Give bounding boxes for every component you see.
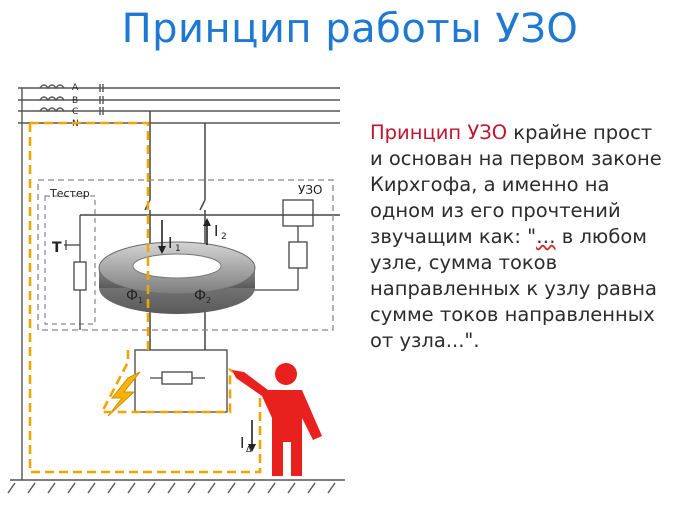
desc-line-9: от узла...". <box>370 329 480 352</box>
desc-line-2: и основан на первом законе <box>370 147 662 170</box>
desc-line-5-post: в любом <box>555 225 648 248</box>
person-icon <box>232 363 322 476</box>
desc-line-8: сумме токов направленных <box>370 303 655 326</box>
description-text: Принцип УЗО крайне прост и основан на пе… <box>370 120 690 354</box>
tester-box <box>44 195 96 325</box>
leak-current-label: I Δ <box>240 420 256 454</box>
desc-line-1: Принцип УЗО крайне прост <box>370 120 690 146</box>
page-title: Принцип работы УЗО <box>121 6 579 52</box>
desc-line-4: одном из его прочтений <box>370 199 621 222</box>
rcd-label: УЗО <box>298 183 322 197</box>
current-leak-sub: Δ <box>246 445 252 454</box>
current-i2-sub: 2 <box>221 232 227 242</box>
desc-line-5: звучащим как: "… в любом <box>370 224 690 250</box>
phase-label-c: C <box>72 107 78 117</box>
desc-ellipsis: … <box>536 225 556 248</box>
load-circuit <box>134 349 228 413</box>
phase-label-b: B <box>72 96 78 106</box>
tester-label: Тестер <box>49 187 90 200</box>
phase-label-a: A <box>72 83 79 93</box>
flux-2-sub: 2 <box>206 296 211 305</box>
ground-symbol <box>7 479 345 494</box>
desc-highlight: Принцип УЗО <box>370 121 508 144</box>
tester-circuit <box>64 215 87 330</box>
flux-1-sub: 1 <box>138 296 143 305</box>
toroid-ring <box>98 241 256 314</box>
current-leak: I <box>240 434 244 452</box>
current-labels: I 1 I 2 Ф 1 Ф 2 <box>126 218 227 305</box>
desc-line-5-pre: звучащим как: " <box>370 225 537 248</box>
desc-line-1-rest: крайне прост <box>507 121 653 144</box>
flux-2: Ф <box>194 288 206 304</box>
desc-line-3: Кирхгофа, а именно на <box>370 173 610 196</box>
supply-lines <box>18 84 340 480</box>
current-i1: I <box>168 234 172 252</box>
fault-lightning-icon <box>107 371 141 417</box>
current-i1-sub: 1 <box>175 244 181 254</box>
tester-switch-label: T <box>52 240 62 256</box>
desc-line-7: направленных к узлу равна <box>370 277 657 300</box>
rcd-wires <box>80 111 340 350</box>
flux-1: Ф <box>126 288 138 304</box>
desc-line-6: узле, сумма токов <box>370 251 558 274</box>
current-i2: I <box>214 222 218 240</box>
rcd-box <box>37 179 334 331</box>
